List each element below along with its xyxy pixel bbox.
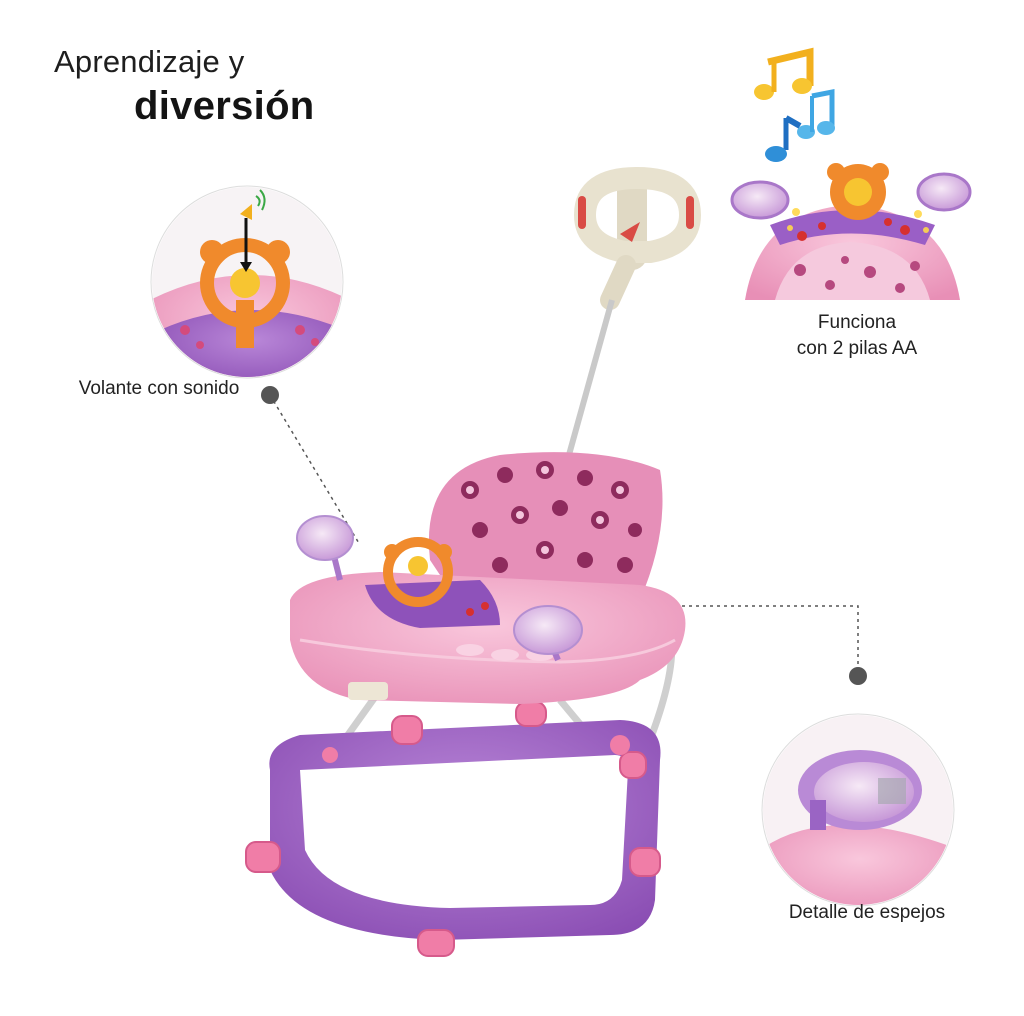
caption-batteries-line2: con 2 pilas AA [796,338,918,359]
mirror-detail-photo [761,713,955,907]
baby-walker-photo [245,166,702,957]
heading-line2: diversión [134,84,315,128]
steering-wheel-photo [150,185,344,379]
callout-dot-wheel [261,386,279,404]
caption-batteries: Funciona con 2 pilas AA [752,310,962,362]
caption-batteries-line1: Funciona [817,312,897,333]
music-notes-icon [754,47,835,162]
caption-mirrors: Detalle de espejos [788,902,946,923]
heading-line1: Aprendizaje y [54,44,245,79]
battery-panel-photo [730,163,972,300]
callout-dot-mirror [849,667,867,685]
caption-steering-wheel: Volante con sonido [78,378,240,399]
